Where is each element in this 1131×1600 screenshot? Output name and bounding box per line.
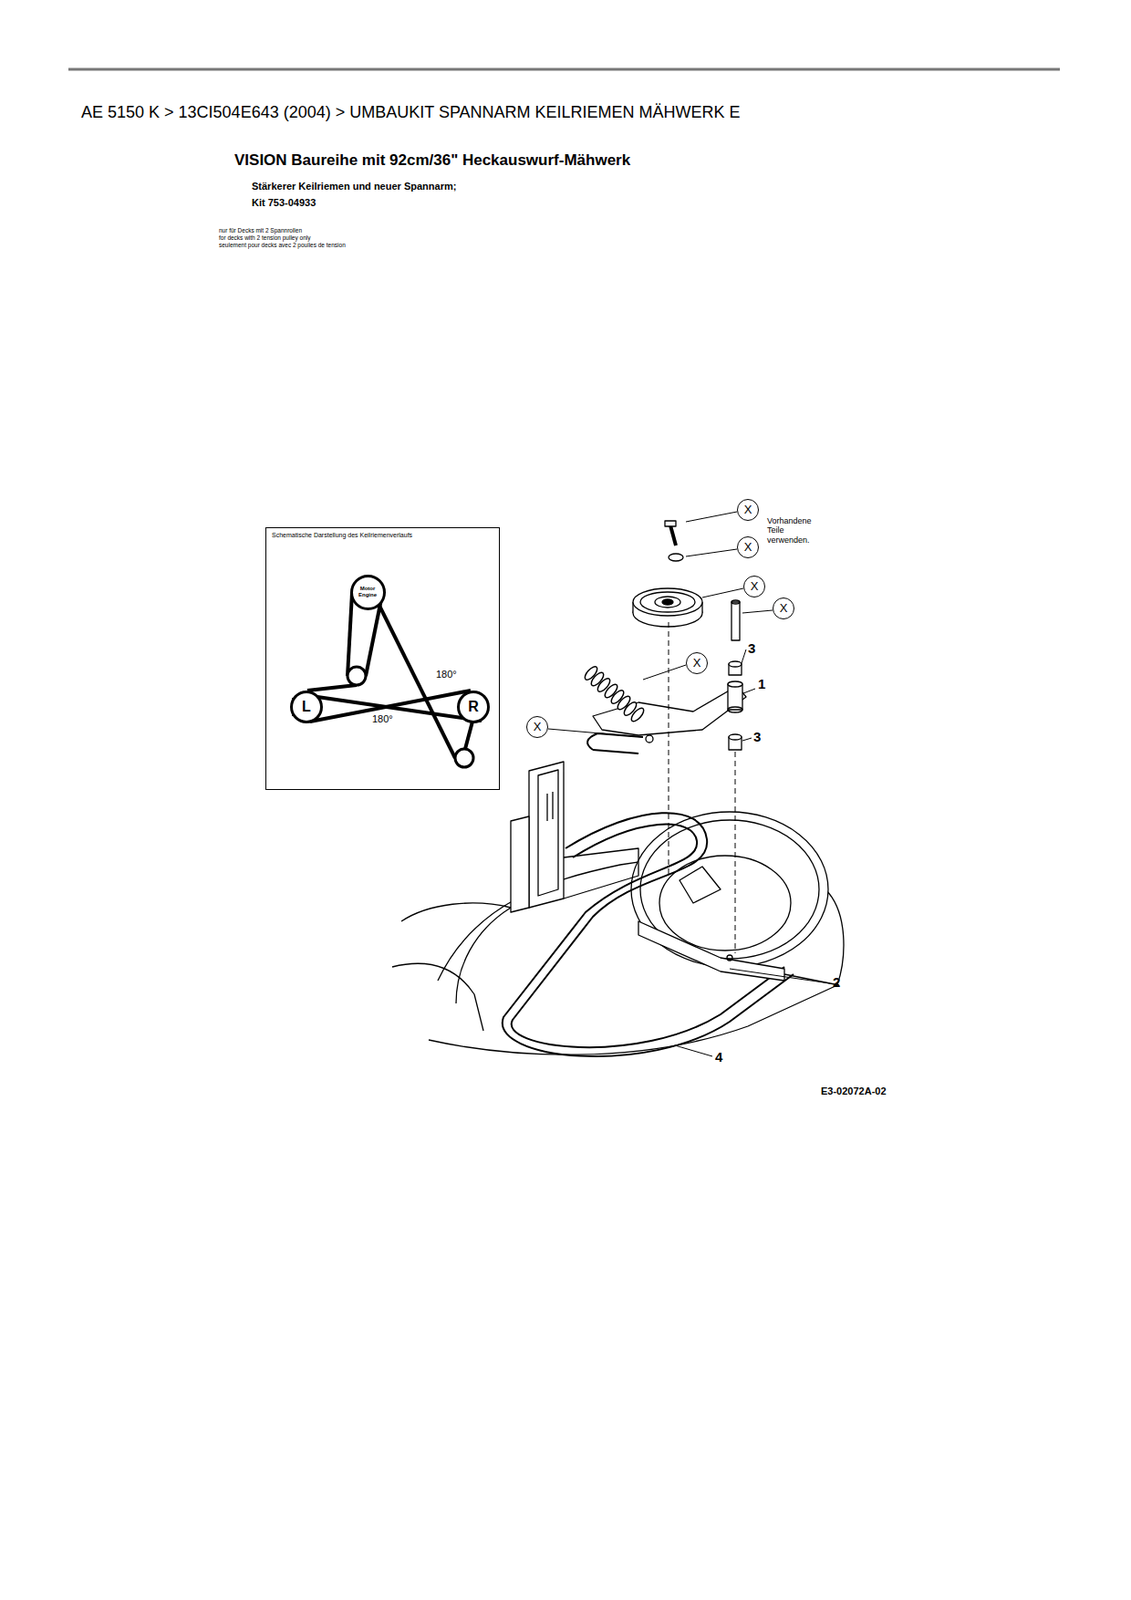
callout-number: 4 [715,1048,723,1065]
pulley-label: Motor Engine [354,585,381,598]
callout-number: 2 [832,974,841,990]
kit-number: Kit 753-04933 [251,197,316,209]
callout-number: 1 [757,675,766,692]
callout-circle: X [526,715,549,738]
note: for decks with 2 tension pulley only [218,234,311,241]
belt-schematic [293,592,482,768]
angle-label: 180° [434,668,459,681]
breadcrumb-title: AE 5150 K > 13CI504E643 (2004) > UMBAUKI… [81,103,741,123]
blade-pulley: L [290,690,323,724]
panel-heading: Schematische Darstellung des Keilriemenv… [271,531,494,540]
callout-circle: X [772,597,795,620]
note: nur für Decks mit 2 Spannrollen [218,227,302,234]
pulley-label: L [301,698,312,716]
angle-label: 180° [370,713,395,726]
pulley-label: X [533,720,542,734]
note: seulement pour decks avec 2 poulies de t… [218,241,346,249]
leader-lines [548,511,831,1057]
callout-number: 3 [747,640,756,656]
pulley-label: X [744,503,753,517]
mower-deck-drawing [392,520,844,1057]
header-rule [68,68,1060,72]
callout-number: 3 [753,728,761,745]
pulley-label: X [744,540,753,554]
engine-pulley: Motor Engine [350,574,386,611]
pulley-label: R [467,698,479,716]
callout-circle: X [736,498,759,521]
schematic-panel: Schematische Darstellung des Keilriemenv… [265,527,500,790]
callout-circle: X [743,575,766,598]
callout-circle: X [685,652,708,675]
pulley-label: X [693,656,702,670]
note: Vorhandene Teile verwenden. [767,516,824,545]
drawing-heading: VISION Baureihe mit 92cm/36" Heckauswurf… [234,151,631,170]
pulley-label: X [750,580,759,593]
pulley-label: X [779,601,789,615]
blade-pulley: R [456,690,490,724]
subheading: Stärkerer Keilriemen und neuer Spannarm; [251,180,457,193]
callout-circle: X [736,536,759,559]
drawing-code: E3-02072A-02 [820,1085,887,1098]
